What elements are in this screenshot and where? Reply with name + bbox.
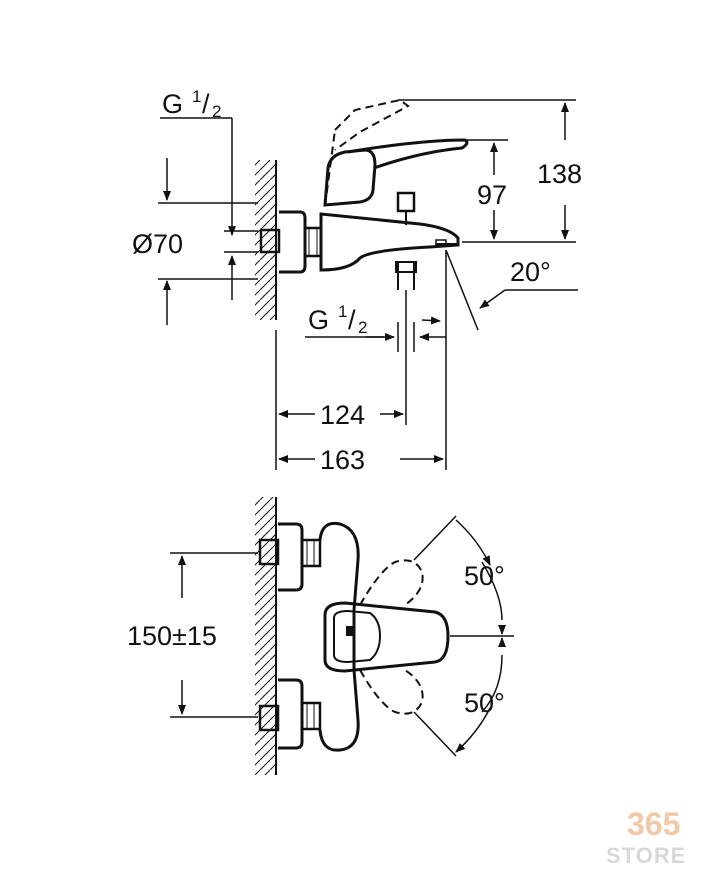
upper-connector-top bbox=[258, 522, 322, 592]
angle-upper-label: 50° bbox=[464, 561, 505, 591]
svg-text:STORE: STORE bbox=[606, 843, 686, 868]
svg-text:1: 1 bbox=[338, 302, 347, 321]
dimension-lines-top bbox=[170, 515, 514, 757]
top-view: 150±15 50° 50° bbox=[127, 497, 514, 775]
dimension-lines-side bbox=[158, 99, 578, 470]
svg-text:/: / bbox=[348, 305, 356, 335]
depth-total-label: 163 bbox=[320, 445, 365, 475]
wall-side bbox=[255, 160, 277, 320]
svg-text:365: 365 bbox=[627, 806, 680, 842]
depth-outlet-label: 124 bbox=[320, 400, 365, 430]
lever-dashed-positions bbox=[359, 559, 424, 715]
store-logo: 365 STORE bbox=[606, 806, 686, 868]
thread-label-top: G 1 / 2 bbox=[162, 87, 221, 121]
lever-handle-top bbox=[323, 601, 450, 673]
diameter-label: Ø70 bbox=[132, 229, 183, 259]
height-total-label: 138 bbox=[537, 159, 582, 189]
svg-text:2: 2 bbox=[212, 102, 221, 121]
thread-label-bottom: G 1 / 2 bbox=[308, 302, 367, 337]
lower-connector-top bbox=[258, 678, 322, 750]
lever-handle-side bbox=[323, 138, 469, 207]
side-view: G 1 / 2 Ø70 138 97 20° G 1 / 2 124 163 bbox=[132, 87, 582, 475]
wall-top bbox=[255, 497, 277, 775]
svg-text:/: / bbox=[202, 89, 210, 119]
height-spout-label: 97 bbox=[477, 180, 507, 210]
mixer-body-side bbox=[319, 212, 460, 272]
angle-lower-label: 50° bbox=[464, 688, 505, 718]
lever-handle-raised-dashed bbox=[324, 98, 410, 207]
spacing-label: 150±15 bbox=[127, 621, 217, 651]
hose-outlet bbox=[395, 261, 417, 290]
mixer-body-top bbox=[318, 521, 360, 752]
svg-text:G: G bbox=[308, 305, 329, 335]
indicator-icon bbox=[346, 626, 353, 636]
diverter-knob bbox=[396, 191, 416, 225]
angle-spout-label: 20° bbox=[510, 257, 551, 287]
svg-text:1: 1 bbox=[192, 87, 201, 106]
svg-text:2: 2 bbox=[358, 318, 367, 337]
svg-text:G: G bbox=[162, 89, 183, 119]
